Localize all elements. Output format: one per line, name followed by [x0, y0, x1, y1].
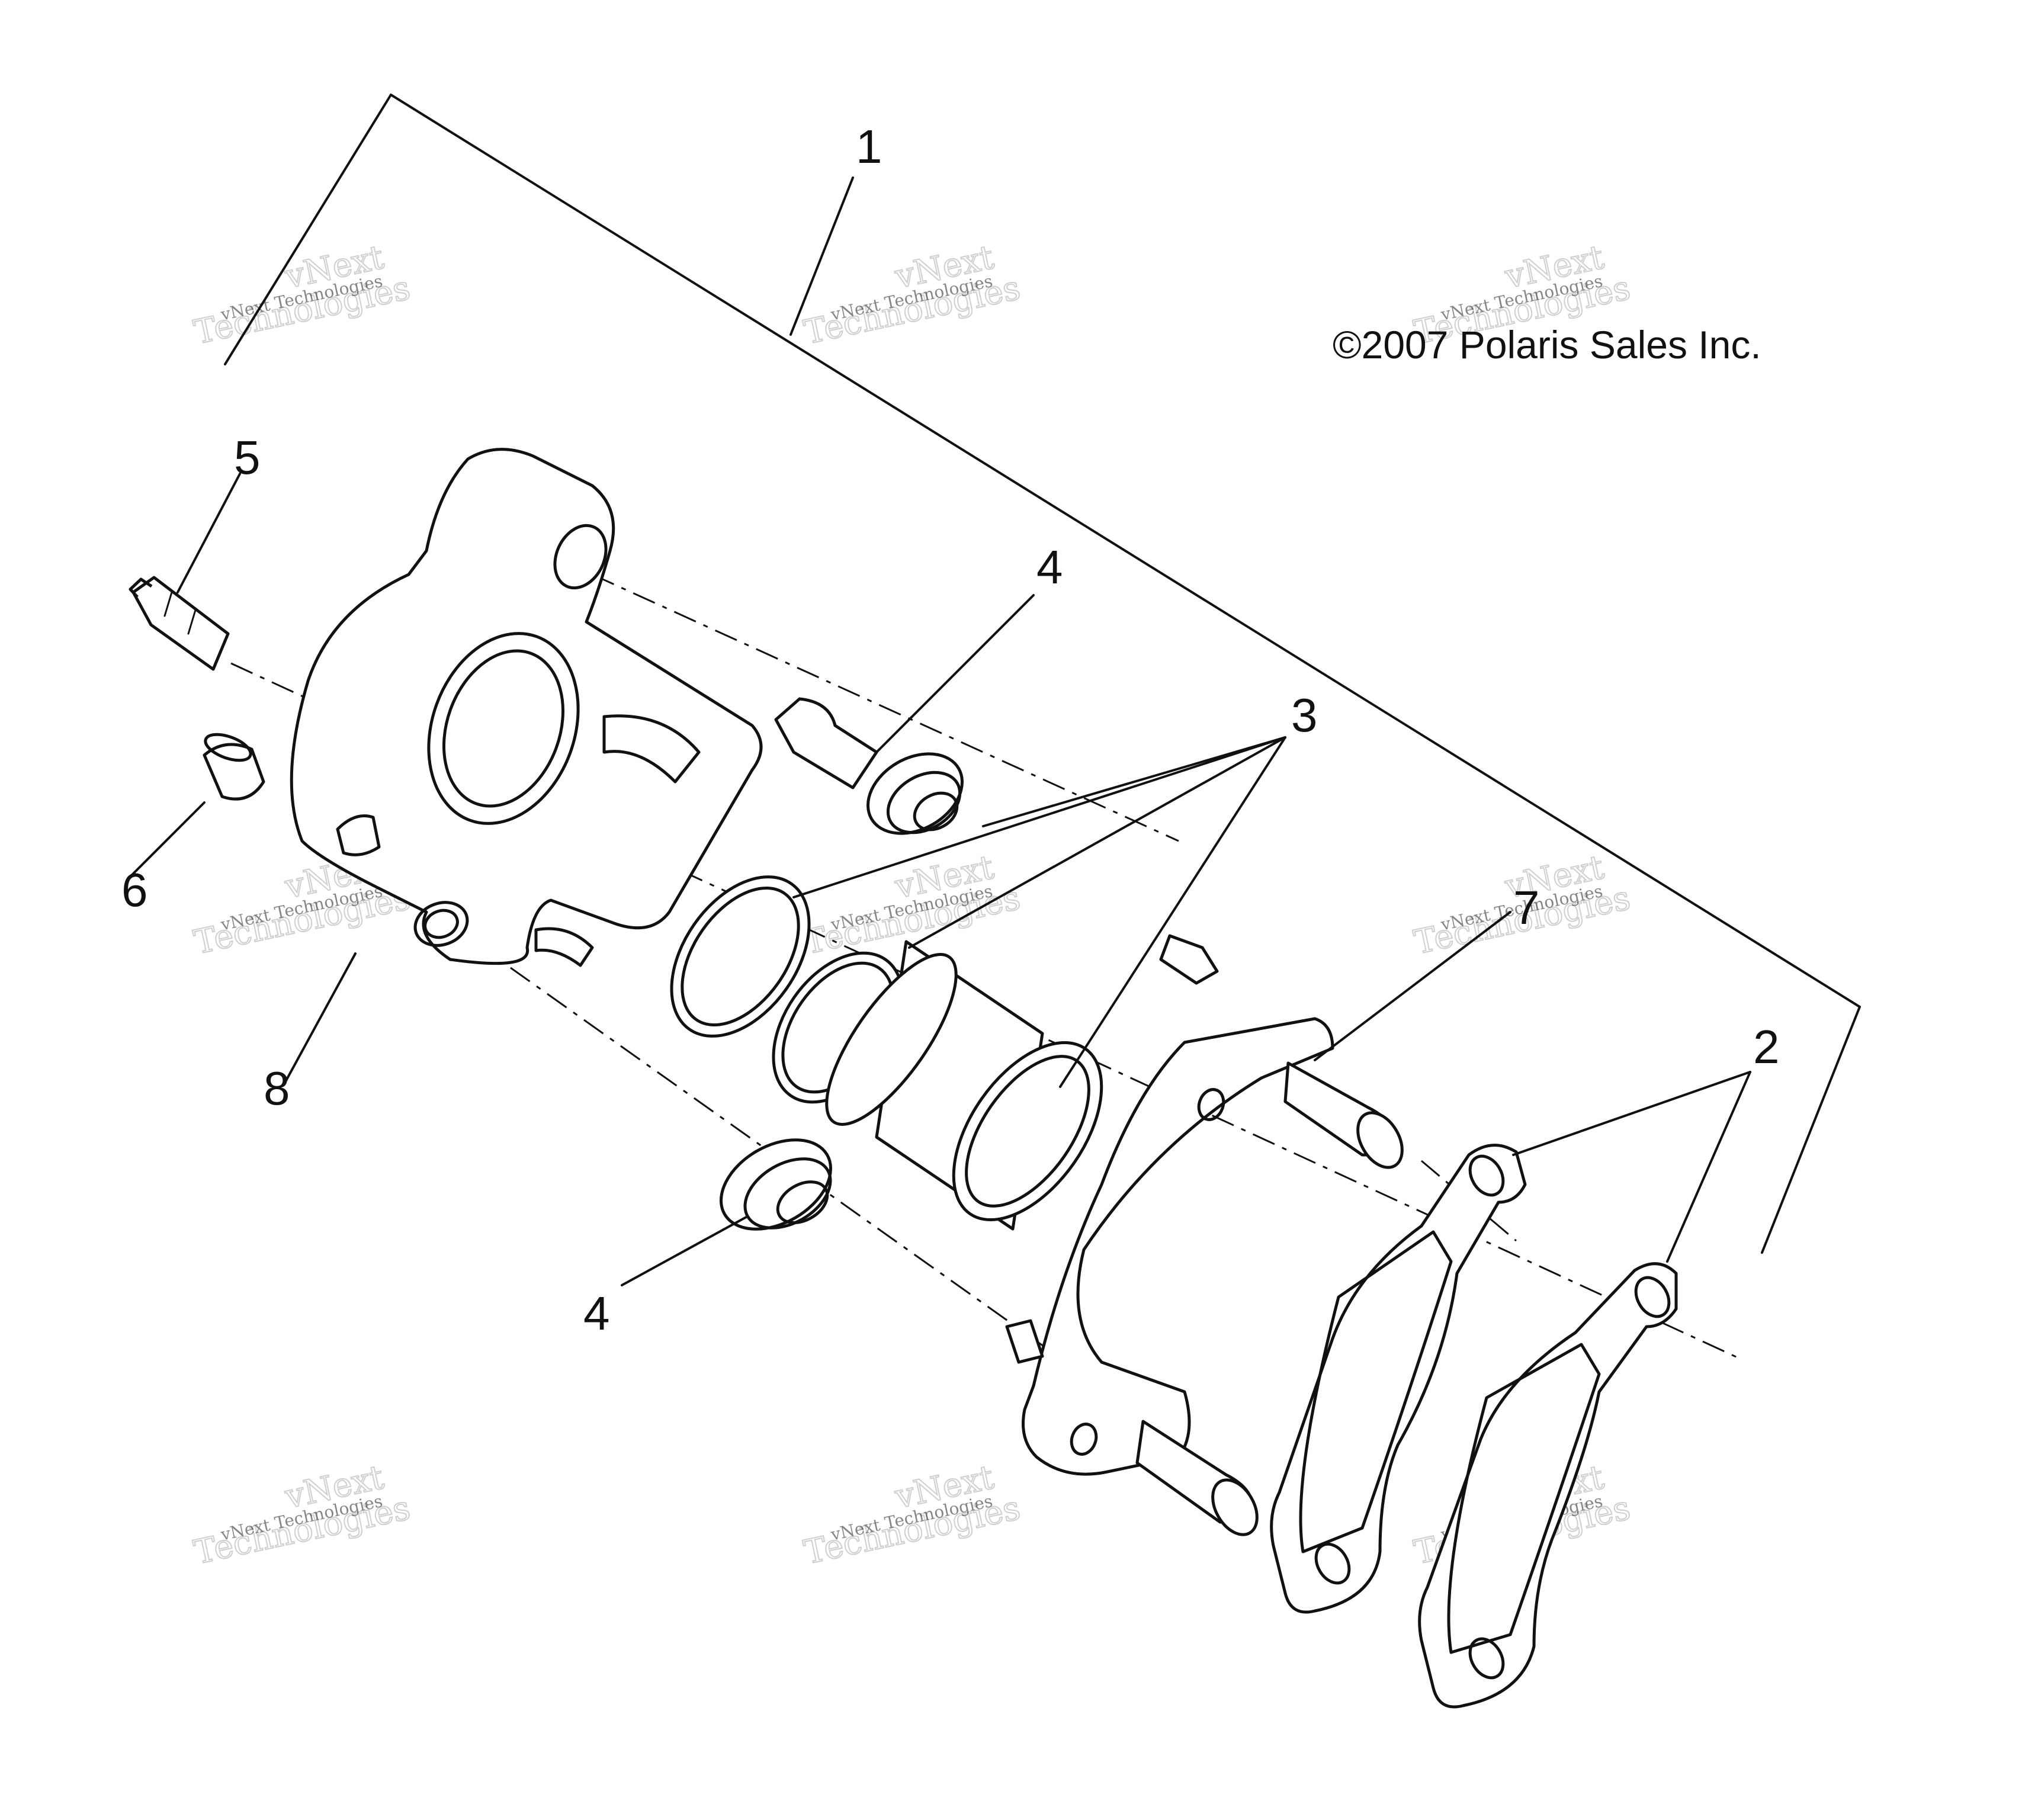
copyright-notice: ©2007 Polaris Sales Inc.: [1333, 323, 1761, 367]
callout-7: 7: [1513, 881, 1540, 934]
callout-2: 2: [1753, 1020, 1780, 1073]
callout-4-upper: 4: [1036, 541, 1063, 593]
callout-6: 6: [121, 864, 148, 916]
watermark-tile: Technologies vNext vNext Technologies: [800, 237, 1024, 353]
bleeder-screw: [129, 473, 241, 671]
callout-leaders-3: [792, 736, 1286, 1088]
callout-labels: 1 2 3 4 4 5 6 7 8: [121, 120, 1780, 1340]
caliper-piston: [825, 940, 1103, 1231]
assembly-bracket: [224, 94, 1861, 1254]
caliper-mounting-bracket: [1005, 911, 1511, 1536]
callout-leaders-2: [1512, 1071, 1751, 1263]
callout-leader-6: [129, 801, 206, 878]
callout-leader-4-lower: [621, 1216, 747, 1286]
callout-4-lower: 4: [583, 1287, 610, 1340]
callout-leader-4-upper: [875, 594, 1035, 753]
callout-8: 8: [264, 1062, 290, 1115]
callout-5: 5: [234, 431, 261, 484]
callout-leader-7: [1314, 911, 1511, 1061]
callout-3: 3: [1291, 689, 1318, 742]
callout-1: 1: [856, 120, 882, 173]
piston-seal-outer: [670, 875, 811, 1038]
caliper-body: [283, 448, 763, 1085]
watermark-tile: Technologies vNext vNext Technologies: [800, 1458, 1024, 1573]
brake-pad-inner: [1270, 1144, 1527, 1614]
callout-leader-8: [283, 952, 357, 1085]
watermark-tile: Technologies vNext vNext Technologies: [190, 1458, 414, 1573]
slide-pin-boot-upper: [774, 594, 1035, 835]
callout-leader-5: [176, 473, 241, 593]
bleeder-cap: [129, 733, 265, 878]
brake-pad-outer: [1418, 1262, 1678, 1709]
watermark-tile: Technologies vNext vNext Technologies: [190, 237, 414, 353]
slide-pin-boot-lower: [621, 1138, 832, 1286]
callout-leader-1: [789, 176, 854, 336]
